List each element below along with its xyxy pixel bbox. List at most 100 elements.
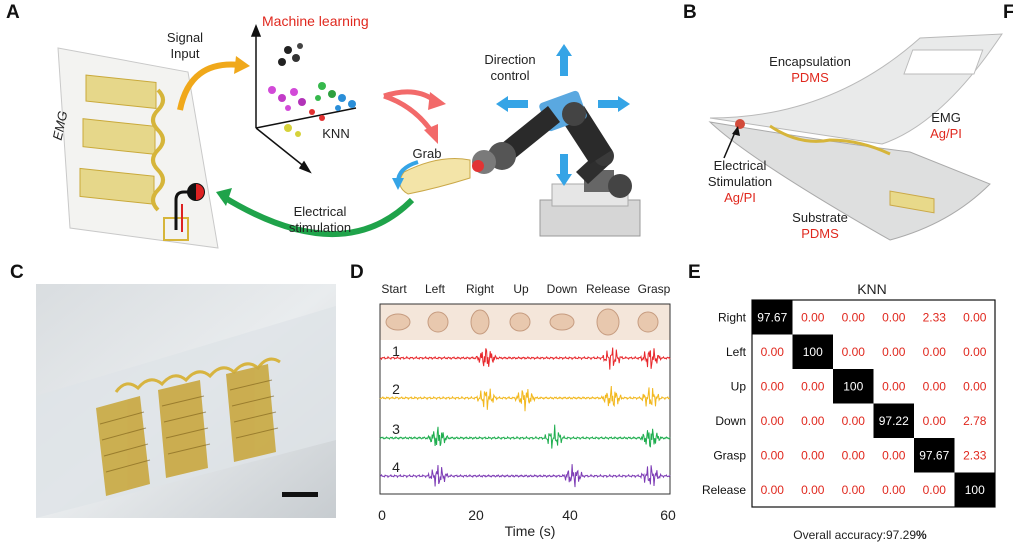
row-label-right: Right (718, 310, 747, 324)
matrix-cell-value: 100 (803, 345, 823, 359)
matrix-cell-value: 97.67 (919, 448, 949, 462)
panel-label-b: B (683, 2, 697, 23)
label-direction: Direction (484, 52, 536, 67)
serpentine-interconnect (114, 357, 281, 393)
matrix-cell-value: 0.00 (923, 345, 947, 359)
label-signal: Signal (166, 30, 204, 45)
panel-c-photo (36, 284, 336, 518)
row-label-left: Left (726, 345, 747, 359)
matrix-cell-value: 2.33 (963, 448, 987, 462)
label-control: control (490, 68, 530, 83)
channel-label-1: 1 (392, 343, 400, 359)
label-substrate-pdms: PDMS (801, 226, 839, 241)
gesture-left: Left (424, 282, 445, 296)
matrix-cell-value: 0.00 (761, 345, 785, 359)
label-encapsulation-pdms: PDMS (791, 70, 829, 85)
diagonal-cell (752, 300, 793, 335)
label-grab: Grab (412, 146, 442, 161)
matrix-cell-value: 0.00 (842, 448, 866, 462)
matrix-frame (751, 299, 996, 508)
label-emg-agpi: Ag/PI (930, 126, 962, 141)
matrix-cell-value: 0.00 (801, 310, 825, 324)
matrix-cell-value: 2.78 (963, 414, 987, 428)
row-label-grasp: Grasp (713, 448, 746, 462)
diagonal-cell (792, 334, 833, 369)
x-tick-20: 20 (468, 507, 484, 523)
matrix-cell-value: 0.00 (761, 483, 785, 497)
row-label-up: Up (731, 379, 747, 393)
emg-trace-1 (379, 347, 671, 370)
matrix-cell-value: 97.22 (879, 414, 909, 428)
panel-label-d: D (350, 262, 364, 283)
x-tick-60: 60 (660, 507, 676, 523)
gesture-grasp: Grasp (637, 282, 671, 296)
x-tick-40: 40 (562, 507, 578, 523)
panel-label-f: F (1003, 2, 1013, 23)
emg-patch-sheet (57, 47, 219, 249)
matrix-cell-value: 0.00 (882, 448, 906, 462)
matrix-cell-value: 97.67 (757, 310, 787, 324)
x-tick-0: 0 (378, 507, 386, 523)
matrix-cell-value: 0.00 (963, 379, 987, 393)
matrix-cell-value: 0.00 (801, 379, 825, 393)
label-knn: KNN (322, 126, 350, 141)
label-electrical: Electrical (293, 204, 347, 219)
matrix-cell-value: 0.00 (963, 310, 987, 324)
label-machine-learning: Machine learning (262, 13, 369, 29)
gesture-down: Down (546, 282, 578, 296)
label-stimulation-agpi: Ag/PI (724, 190, 756, 205)
knn-scatter-axes (250, 23, 357, 174)
matrix-cell-value: 100 (965, 483, 985, 497)
channel-label-3: 3 (392, 421, 400, 437)
matrix-title: KNN (857, 281, 887, 297)
label-electrical: Electrical (713, 158, 767, 173)
row-label-release: Release (702, 483, 746, 497)
scale-bar (282, 492, 318, 497)
emg-trace-3 (379, 424, 671, 449)
label-input: Input (170, 46, 200, 61)
matrix-cell-value: 2.33 (923, 310, 947, 324)
label-emg: EMG (931, 110, 961, 125)
overall-accuracy: Overall accuracy:97.29% (793, 528, 927, 542)
panel-label-c: C (10, 262, 24, 283)
panel-label-e: E (688, 262, 701, 283)
ml-to-grab-arrow (383, 93, 435, 134)
matrix-cell-value: 0.00 (801, 448, 825, 462)
matrix-cell-value: 0.00 (842, 483, 866, 497)
matrix-cell-value: 100 (843, 379, 863, 393)
matrix-cell-value: 0.00 (761, 414, 785, 428)
electrical-stimulation-arrow (220, 193, 415, 237)
x-axis-label: Time (s) (504, 523, 556, 539)
matrix-cell-value: 0.00 (842, 414, 866, 428)
row-label-down: Down (715, 414, 746, 428)
gesture-up: Up (513, 282, 529, 296)
matrix-cell-value: 0.00 (923, 379, 947, 393)
matrix-cell-value: 0.00 (882, 310, 906, 324)
stimulation-pointer (723, 129, 737, 159)
matrix-cell-value: 0.00 (963, 345, 987, 359)
electrical-stimulation-electrode (735, 119, 745, 129)
gesture-labels: Start Left Right Up Down Release Grasp (374, 282, 674, 302)
signal-input-arrow (177, 61, 241, 111)
channel-label-2: 2 (392, 381, 400, 397)
diagonal-cell (954, 472, 995, 507)
emg-signal-plot (379, 303, 671, 495)
robot-arm (399, 90, 641, 237)
matrix-cell-value: 0.00 (801, 414, 825, 428)
diagonal-cell (873, 403, 914, 438)
direction-arrows (496, 44, 630, 186)
emg-trace-4 (379, 464, 671, 488)
knn-scatter-points (268, 43, 356, 137)
gesture-release: Release (585, 282, 631, 296)
matrix-cell-value: 0.00 (882, 379, 906, 393)
label-stimulation: stimulation (288, 220, 352, 235)
label-substrate: Substrate (792, 210, 848, 225)
label-encapsulation: Encapsulation (769, 54, 851, 69)
gesture-right: Right (465, 282, 494, 296)
panel-b-illustration (708, 33, 1003, 241)
diagonal-cell (914, 438, 955, 473)
channel-label-4: 4 (392, 459, 400, 475)
gesture-start: Start (381, 282, 407, 296)
matrix-cell-value: 0.00 (761, 379, 785, 393)
